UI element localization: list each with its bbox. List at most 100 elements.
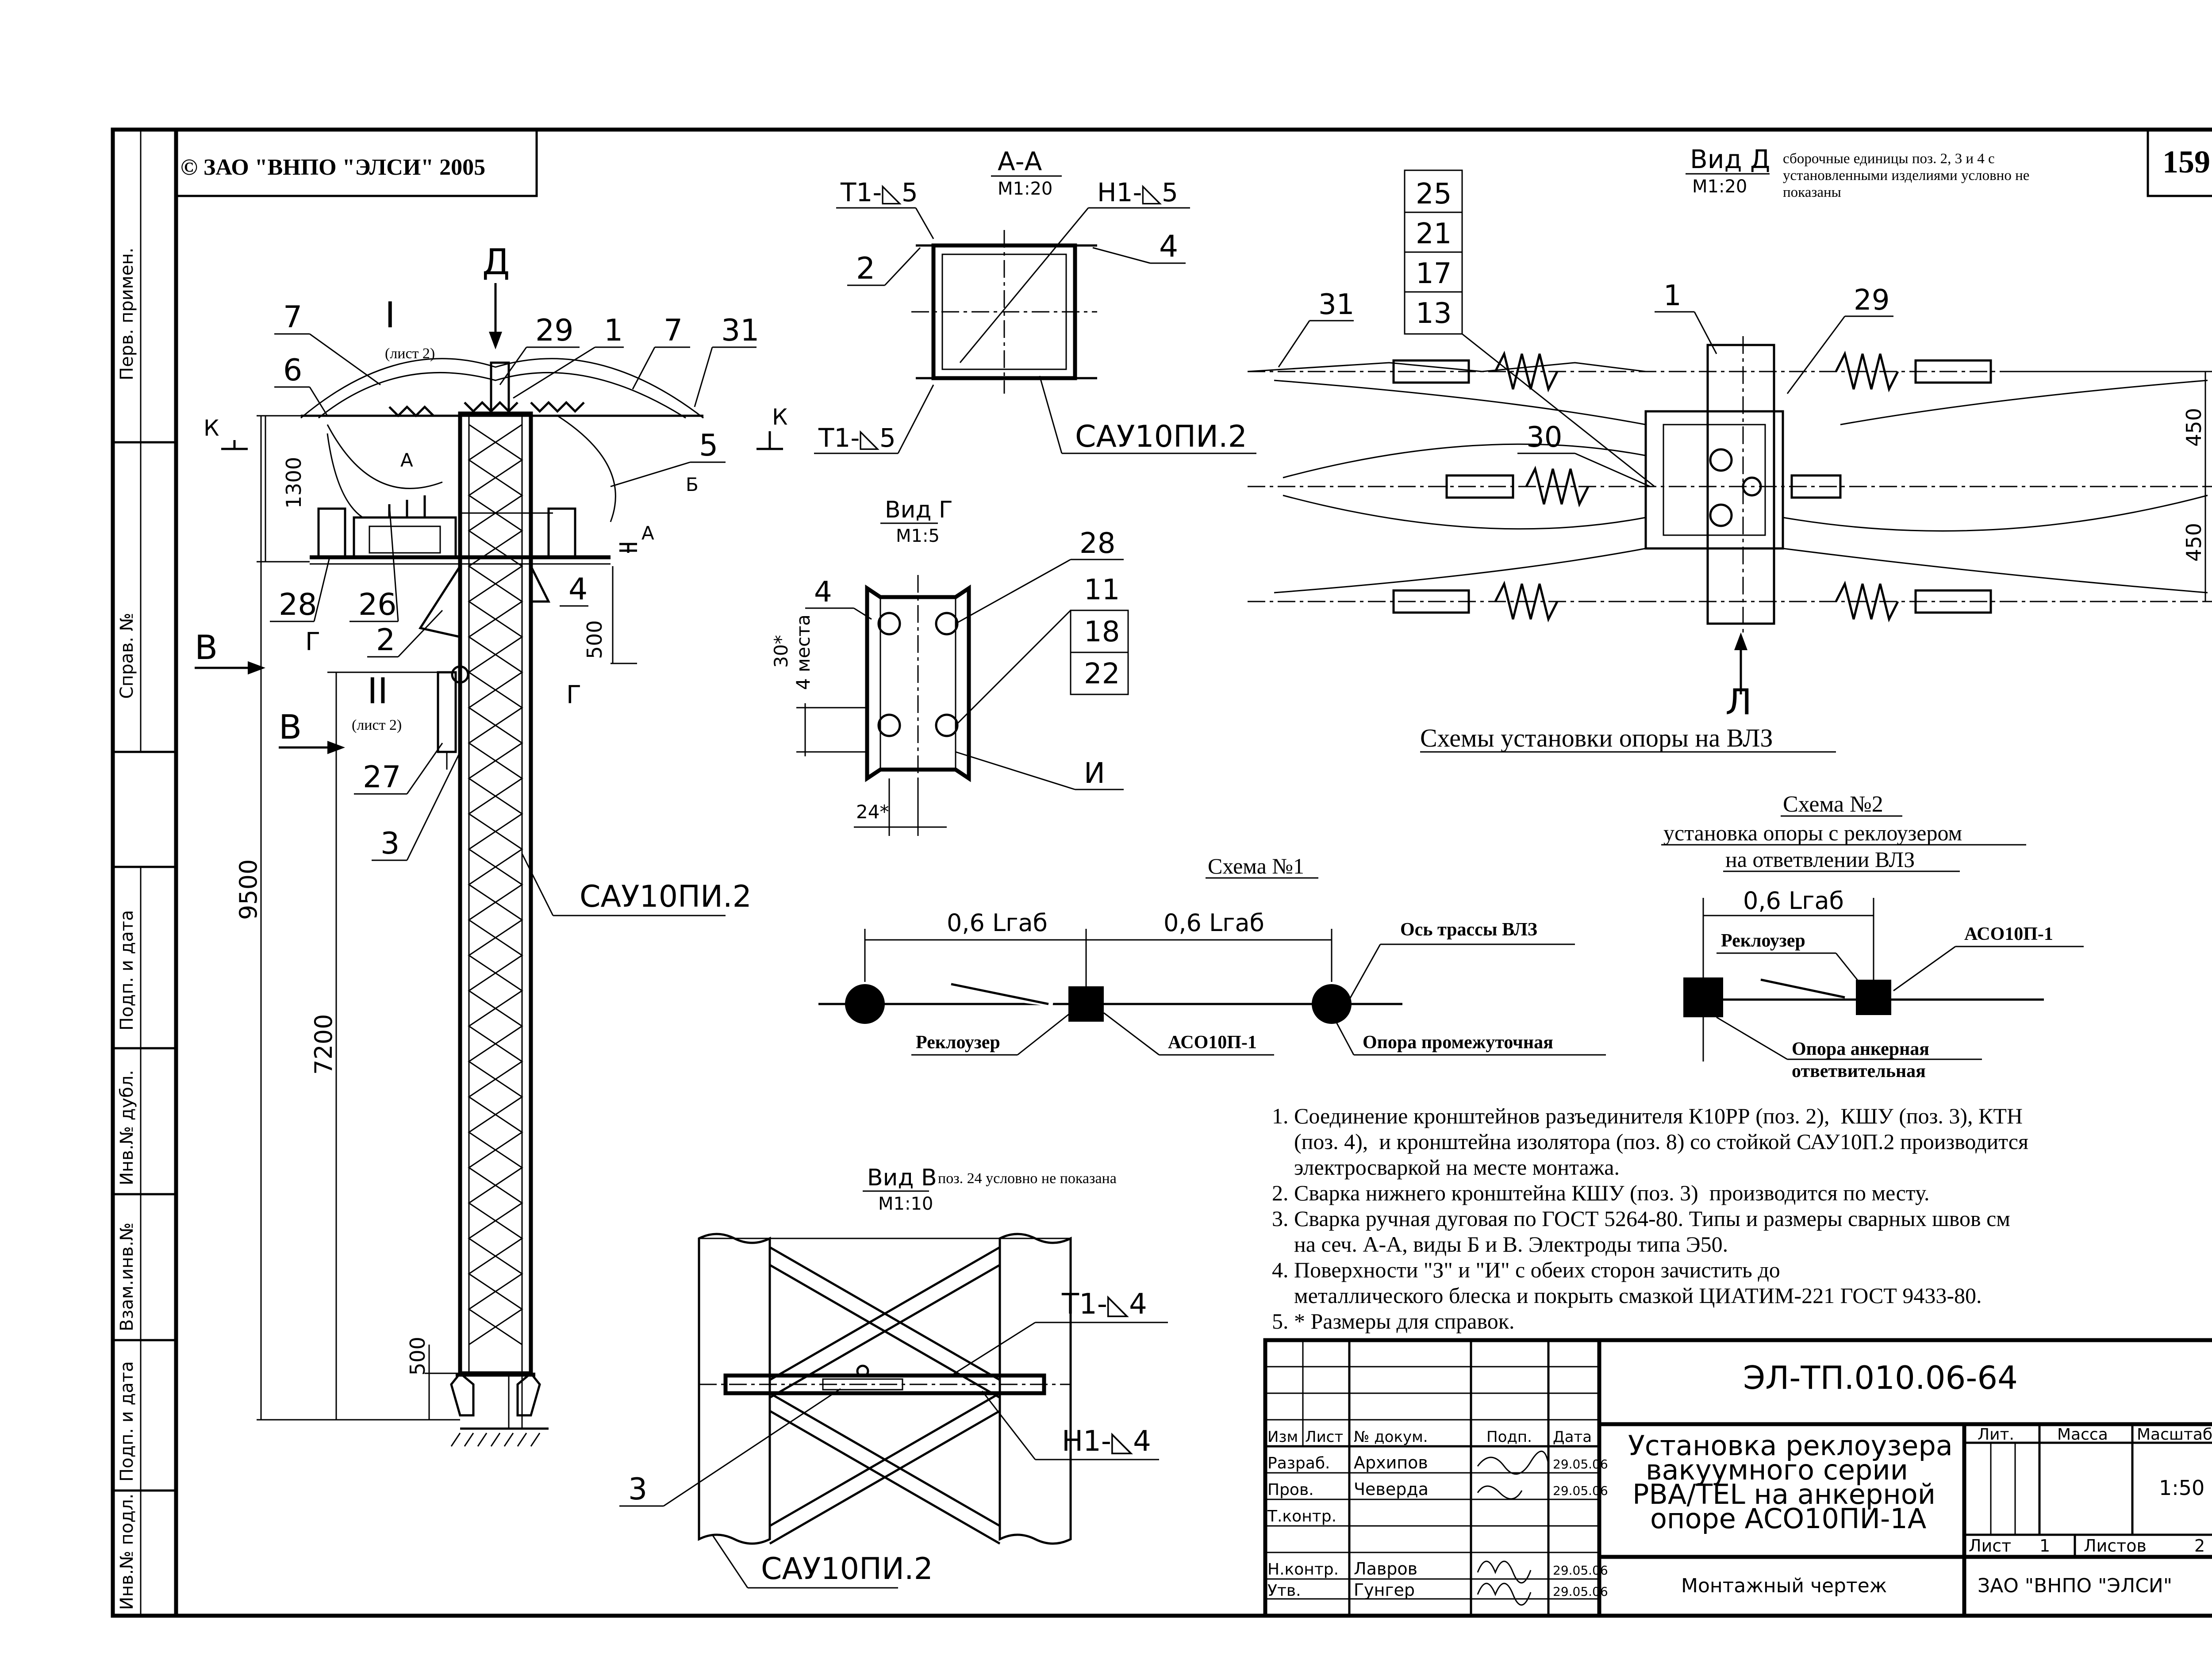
copyright-text: © ЗАО "ВНПО "ЭЛСИ" 2005 [180,155,485,180]
title-head-data: Дата [1553,1428,1592,1446]
pole-label-K-right: К [772,404,788,430]
pole-callout-27: 27 [363,760,401,795]
pole-label-G-1: Г [305,628,320,656]
scheme2-anchor-2: ответвительная [1792,1061,1926,1081]
pole-callout-29: 29 [535,313,574,348]
pole-label-V-2: В [279,707,302,747]
scheme1-axis-label: Ось трассы ВЛЗ [1400,920,1537,940]
pole-callout-28: 28 [279,587,317,622]
pole-label-B-cyr: Б [686,474,699,495]
title-massa-label: Масса [2057,1426,2108,1444]
scheme1-pole: АСО10П-1 [1168,1032,1257,1053]
pole-callout-4: 4 [568,572,588,607]
section-AA-weld-bottom-left: Т1-◺5 [818,423,896,453]
pole-label-D: Д [482,241,510,283]
title-head-podp: Подп. [1486,1428,1532,1446]
page-number: 159 [2162,144,2210,180]
view-D-callout-30: 30 [1526,421,1562,454]
pole-label-K-left: К [204,415,219,441]
title-role-tkontr: Т.контр. [1267,1507,1336,1525]
title-line-3: PBA/TEL на анкерной [1632,1478,1936,1510]
title-name-utv: Гунгер [1354,1580,1415,1600]
view-G-callout-28: 28 [1079,527,1115,560]
dim-500-bottom: 500 [406,1337,430,1376]
scheme1-dim-left: 0,6 Lгаб [947,909,1048,937]
side-stamp: Перв. примен. Справ. № Подп. и дата Инв.… [117,248,137,1610]
title-date-nkontr: 29.05.06 [1553,1563,1608,1578]
title-line-4: опоре АСО10ПИ-1А [1650,1502,1926,1535]
crossarm-assembly [300,358,704,770]
scheme2-subtitle-1: установка опоры с реклоузером [1663,820,1962,845]
stamp-inv-dubl: Инв.№ дубл. [117,1070,137,1185]
note-line-6: на сеч. А-А, виды Б и В. Электроды типа … [1272,1232,1728,1257]
view-D-callout-21: 21 [1416,218,1452,250]
signature-nkontr [1477,1560,1532,1584]
dim-7200: 7200 [310,1014,338,1075]
view-D-callout-29: 29 [1854,284,1889,317]
view-G-label-I: И [1084,757,1105,790]
pole-column-label: САУ10ПИ.2 [580,879,752,914]
scheme1-dim-right: 0,6 Lгаб [1164,909,1264,937]
scheme1-title: Схема №1 [1208,854,1304,878]
section-AA-weld-top-right: Н1-◺5 [1097,177,1178,207]
title-head-list: Лист [1305,1428,1343,1446]
stamp-podp-data-1: Подп. и дата [117,910,137,1031]
view-D-callout-1: 1 [1663,280,1682,312]
view-D-dim-450-b: 450 [2182,523,2206,562]
title-company: ЗАО "ВНПО "ЭЛСИ" [1978,1575,2172,1597]
pole-label-I: I [385,295,396,336]
title-name-razrab: Архипов [1354,1453,1428,1472]
pole-callout-3: 3 [380,826,399,861]
stamp-vzam-inv: Взам.инв.№ [117,1222,137,1331]
title-name-nkontr: Лавров [1354,1559,1417,1579]
view-D-callout-31: 31 [1318,288,1354,321]
pole-label-V-1: В [195,628,218,667]
pole-callout-26: 26 [358,587,397,622]
scheme2-recloser: Реклоузер [1721,931,1805,951]
view-V-note: поз. 24 условно не показана [938,1170,1117,1187]
pole-view: Д I (лист 2) II (лист 2) К К А А Б В В Г… [195,241,788,1447]
copyright-box: © ЗАО "ВНПО "ЭЛСИ" 2005 [175,128,538,197]
title-role-razrab: Разраб. [1267,1454,1330,1472]
signature-razrab [1477,1450,1549,1475]
note-line-9: 5. * Размеры для справок. [1272,1309,1515,1334]
signature-prov [1477,1485,1523,1500]
view-D-label-L: Л [1725,682,1752,723]
pole-label-II-note: (лист 2) [352,717,402,733]
title-line-1: Установка реклоузера [1628,1429,1953,1462]
title-head-doc: № докум. [1354,1428,1428,1446]
pole-callout-7b: 7 [664,313,683,348]
section-AA-callout-4: 4 [1159,229,1178,264]
pole-callouts: 7 6 29 1 7 31 5 4 28 26 [270,300,760,916]
view-G-callout-4: 4 [814,576,832,609]
scheme2-dim: 0,6 Lгаб [1743,887,1844,915]
note-line-1: 1. Соединение кронштейнов разъединителя … [1272,1104,2023,1128]
view-G-callout-22: 22 [1084,658,1120,690]
scheme2-anchor-1: Опора анкерная [1792,1039,1929,1059]
view-D-callout-25: 25 [1416,178,1452,211]
title-list-value: 1 [2039,1536,2050,1556]
title-line-2: вакуумного серии [1646,1454,1908,1486]
scheme1-recloser: Реклоузер [916,1032,1000,1053]
pole-label-II: II [367,671,388,712]
sheet-frame [111,127,2212,1618]
view-D-scale: М1:20 [1692,176,1747,197]
view-D-note: сборочные единицы поз. 2, 3 и 4 с устано… [1783,151,2030,200]
view-G-dim-note: 4 места [792,614,814,690]
title-name-prov: Чеверда [1354,1479,1429,1499]
view-D-dim-450-a: 450 [2182,408,2206,447]
stamp-sprav: Справ. № [117,613,137,699]
section-AA: А-А М1:20 Т1-◺5 Н1-◺5 Т1-◺5 2 4 САУ10ПИ.… [814,146,1256,454]
view-V: Вид В поз. 24 условно не показана М1:10 … [619,1165,1168,1589]
section-AA-label: САУ10ПИ.2 [1075,419,1247,454]
section-AA-weld-top-left: Т1-◺5 [840,177,918,207]
title-block: ЭЛ-ТП.010.06-64 Установка реклоузера вак… [1263,1338,2212,1618]
title-listov-label: Листов [2084,1536,2147,1556]
pole-callout-5: 5 [699,428,718,463]
pole-callout-6: 6 [283,353,302,388]
view-G: Вид Г М1:5 4 28 11 18 22 И 30* 4 места 2 [770,497,1129,836]
pole-callout-1: 1 [604,313,623,348]
signature-utv [1477,1583,1532,1606]
view-D: Вид Д М1:20 сборочные единицы поз. 2, 3 … [1247,144,2212,723]
